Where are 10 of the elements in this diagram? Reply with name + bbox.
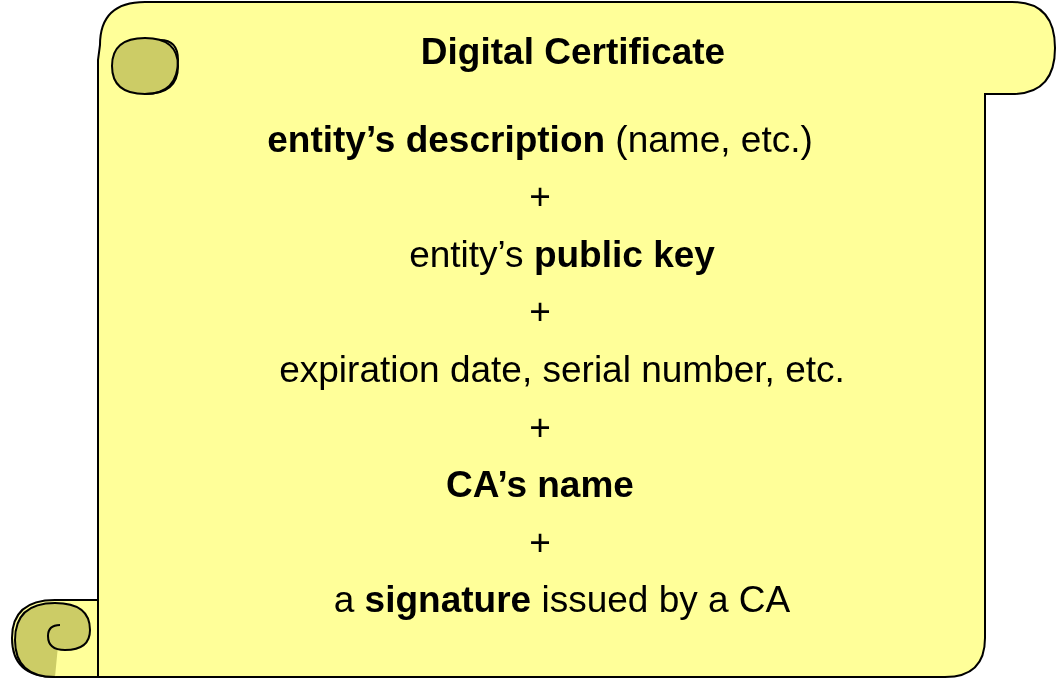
certificate-field: entity’s public key <box>409 234 715 276</box>
plus-sign: + <box>529 522 551 564</box>
certificate-field: CA’s name <box>446 464 634 506</box>
certificate-field: a signature issued by a CA <box>333 579 791 621</box>
certificate-field: expiration date, serial number, etc. <box>279 349 845 391</box>
certificate-title: Digital Certificate <box>420 31 726 73</box>
plus-sign: + <box>529 176 551 218</box>
plus-sign: + <box>529 291 551 333</box>
plus-sign: + <box>529 407 551 449</box>
certificate-field: entity’s description (name, etc.) <box>267 119 813 161</box>
